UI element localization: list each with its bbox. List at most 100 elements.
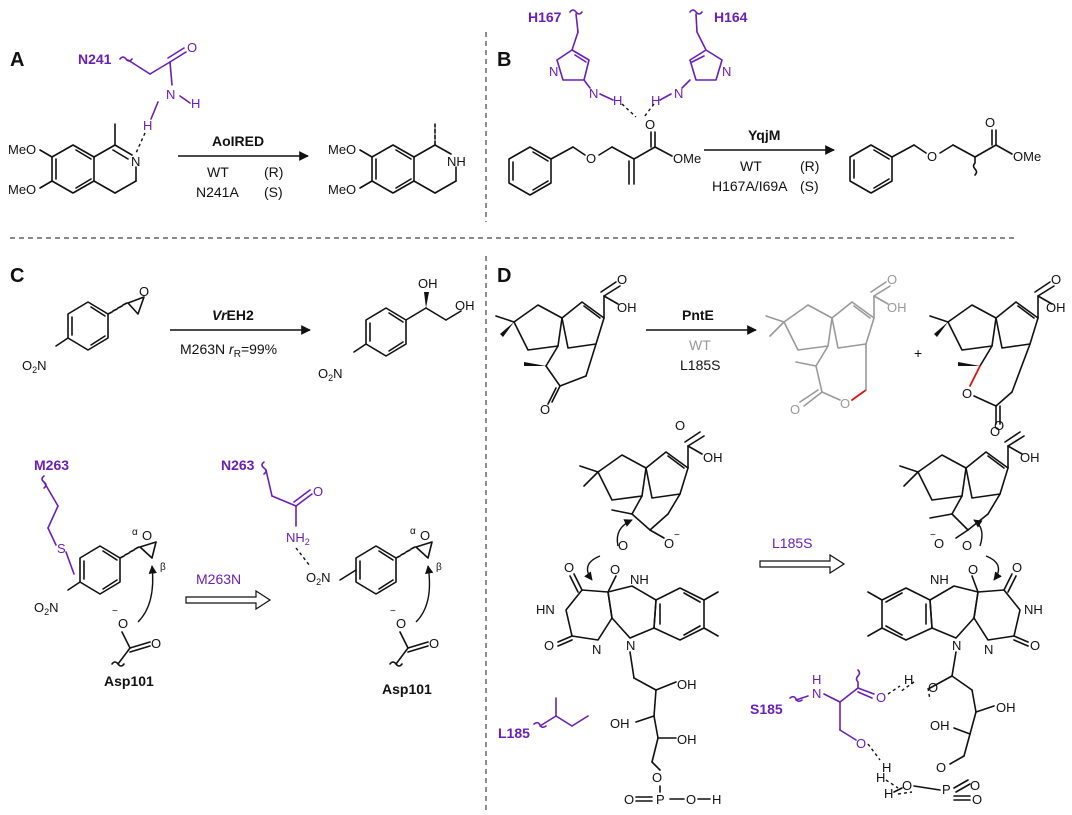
panel-b-h167-n1: N (549, 64, 558, 79)
panel-d-mut-flavin-n10: N (952, 638, 961, 653)
panel-d-wt-phosphate-p: P (656, 792, 665, 807)
panel-b-product-ether-o: O (927, 149, 937, 164)
panel-a-product-meo-2: MeO (328, 182, 356, 197)
panel-b-product-ome: OMe (1013, 149, 1041, 164)
panel-d-product-mut: O OH O O (929, 272, 1066, 439)
panel-a-residue-label: N241 (78, 51, 112, 67)
panel-c-mut-carboxylate-o: O (396, 616, 406, 631)
panel-a-residue-o: O (187, 40, 197, 55)
panel-d-wt-flavin-oo-2: O (610, 562, 620, 577)
panel-d-mut-carboxyl-o: O (1051, 272, 1061, 287)
panel-b-mut-label: H167A/I69A (712, 178, 788, 194)
panel-b-carbonyl-o: O (645, 117, 655, 132)
panel-c-wt-beta: β (160, 562, 166, 573)
panel-a-residue-n: N (166, 87, 175, 102)
panel-d-mut-flavin-oo-1: O (962, 538, 972, 553)
panel-b-ether-o: O (586, 151, 596, 166)
panel-d-mutation-arrow: L185S (759, 535, 846, 575)
panel-d-substrate-ketone-o: O (540, 402, 550, 417)
panel-d-mut-phosphate-o4: O (902, 778, 912, 793)
panel-d-wt-carboxyl-o: O (887, 272, 897, 287)
panel-a-substrate: N MeO MeO (8, 123, 140, 197)
panel-d-mut-phosphate-h: H (884, 786, 893, 801)
panel-c-wt-minus: − (112, 606, 118, 617)
panel-b-ester-ome: OMe (673, 151, 701, 166)
panel-c-mut-asp101: Asp101 (382, 681, 432, 697)
panel-c-wt-binding: M263 S O α β O2N O − O (34, 457, 166, 689)
panel-d-mut-ribityl-oh-1: OH (996, 700, 1016, 715)
panel-d-wt-complex-minus: − (674, 530, 680, 541)
panel-d-mut-complex: O OH O − O O O (750, 418, 1043, 807)
panel-d-mut-flavin-n1: N (984, 642, 993, 657)
panel-d-residue-s185: S185 (750, 701, 783, 717)
panel-d-wt-complex-o-minus: O (664, 536, 674, 551)
panel-a-substrate-n: N (131, 154, 140, 169)
panel-d-wt-complex: O OH O − O O O (498, 418, 723, 807)
panel-c-product-oh-2: OH (455, 298, 475, 313)
panel-c-wt-carboxylate-o: O (118, 616, 128, 631)
panel-d-mut-phosphate-o3: O (972, 792, 982, 807)
panel-a: A N MeO MeO N241 (8, 40, 466, 200)
panel-b-wt-config: (R) (800, 158, 819, 174)
panel-b-h164-n2: N (674, 86, 683, 101)
panel-d-wt-flavin-c4o: O (564, 560, 574, 575)
panel-d-mut-ribityl-o: O (928, 680, 938, 695)
panel-a-product: NH MeO MeO (328, 123, 466, 197)
panel-d-mut-phosphate-p: P (942, 782, 951, 797)
panel-a-residue-h: H (191, 96, 200, 111)
panel-d-substrate-carboxyl-o: O (617, 272, 627, 287)
panel-c-amide-nh2: NH2 (286, 530, 310, 547)
panel-a-substrate-meo-2: MeO (8, 182, 36, 197)
panel-d-wt-complex-carboxyl-o: O (675, 418, 685, 433)
panel-d-letter: D (497, 265, 511, 287)
panel-d-wt-flavin-n10: N (626, 638, 635, 653)
panel-d-s185-hh: H (882, 760, 891, 775)
panel-c-mut-o: O (420, 528, 430, 543)
panel-d: D O OH O PntE WT L (495, 265, 1066, 807)
panel-a-reaction-arrow: AoIRED WT (R) N241A (S) (178, 133, 309, 200)
panel-d-mut-phosphate-o1: O (936, 760, 946, 775)
panel-d-mut-ribityl-oh-2: OH (930, 718, 950, 733)
panel-c-substrate-nitro: O2N (22, 358, 47, 375)
panel-d-wt-flavin-oo-1: O (618, 538, 628, 553)
panel-c-amide-o: O (313, 484, 323, 499)
panel-c-mutation-label: M263N (196, 571, 241, 587)
panel-c-mut-carboxyl-o2: O (429, 636, 439, 651)
panel-c-substrate-o: O (139, 284, 149, 299)
panel-a-wt-label: WT (207, 164, 229, 180)
panel-d-mut-complex-o-minus: O (934, 536, 944, 551)
panel-d-mut-flavin-c2o: O (1030, 638, 1040, 653)
panel-c-residue-m263: M263 (34, 457, 69, 473)
panel-d-mut-phosphate-o2: O (970, 778, 980, 793)
panel-d-wt-flavin-n1: N (592, 642, 601, 657)
panel-b-hbond-2 (643, 103, 655, 118)
panel-c-enzyme: VrEH2 (212, 307, 254, 323)
panel-d-mut-flavin-nh-right: NH (1024, 602, 1043, 617)
panel-d-wt-oh: OH (887, 300, 907, 315)
panel-c-mut-nitro: O2N (306, 570, 331, 587)
panel-d-mut-flavin-c4o: O (1012, 560, 1022, 575)
panel-c-mut-beta: β (436, 562, 442, 573)
panel-d-enzyme: PntE (682, 307, 714, 323)
panel-b-letter: B (497, 49, 511, 71)
panel-d-wt-phosphate-h: H (712, 792, 721, 807)
panel-d-s185-carbonyl-o: O (876, 690, 886, 705)
panel-b-h167-h: H (613, 93, 622, 108)
panel-d-plus: + (914, 345, 922, 361)
panel-c-mutation-arrow: M263N (185, 571, 272, 611)
panel-d-mut-flavin-nh-top: NH (930, 572, 949, 587)
panel-b-substrate: O O OMe (508, 117, 701, 196)
panel-c-reaction-arrow: VrEH2 M263N rR=99% (170, 307, 311, 360)
panel-d-mutation-label: L185S (772, 535, 812, 551)
panel-d-wt-flavin-hn: HN (536, 602, 555, 617)
panel-d-mut-flavin-oo-2: O (968, 562, 978, 577)
panel-c-letter: C (10, 265, 24, 287)
panel-d-mut-oh: OH (1046, 300, 1066, 315)
panel-b-residue-h167: H167 N N H (528, 9, 622, 108)
panel-a-mut-label: N241A (196, 184, 239, 200)
panel-c-substrate: O O2N (22, 284, 149, 375)
panel-c-wt-asp101: Asp101 (104, 673, 154, 689)
panel-d-substrate: O OH O (495, 272, 637, 417)
panel-c-residue-n263: N263 (221, 457, 255, 473)
